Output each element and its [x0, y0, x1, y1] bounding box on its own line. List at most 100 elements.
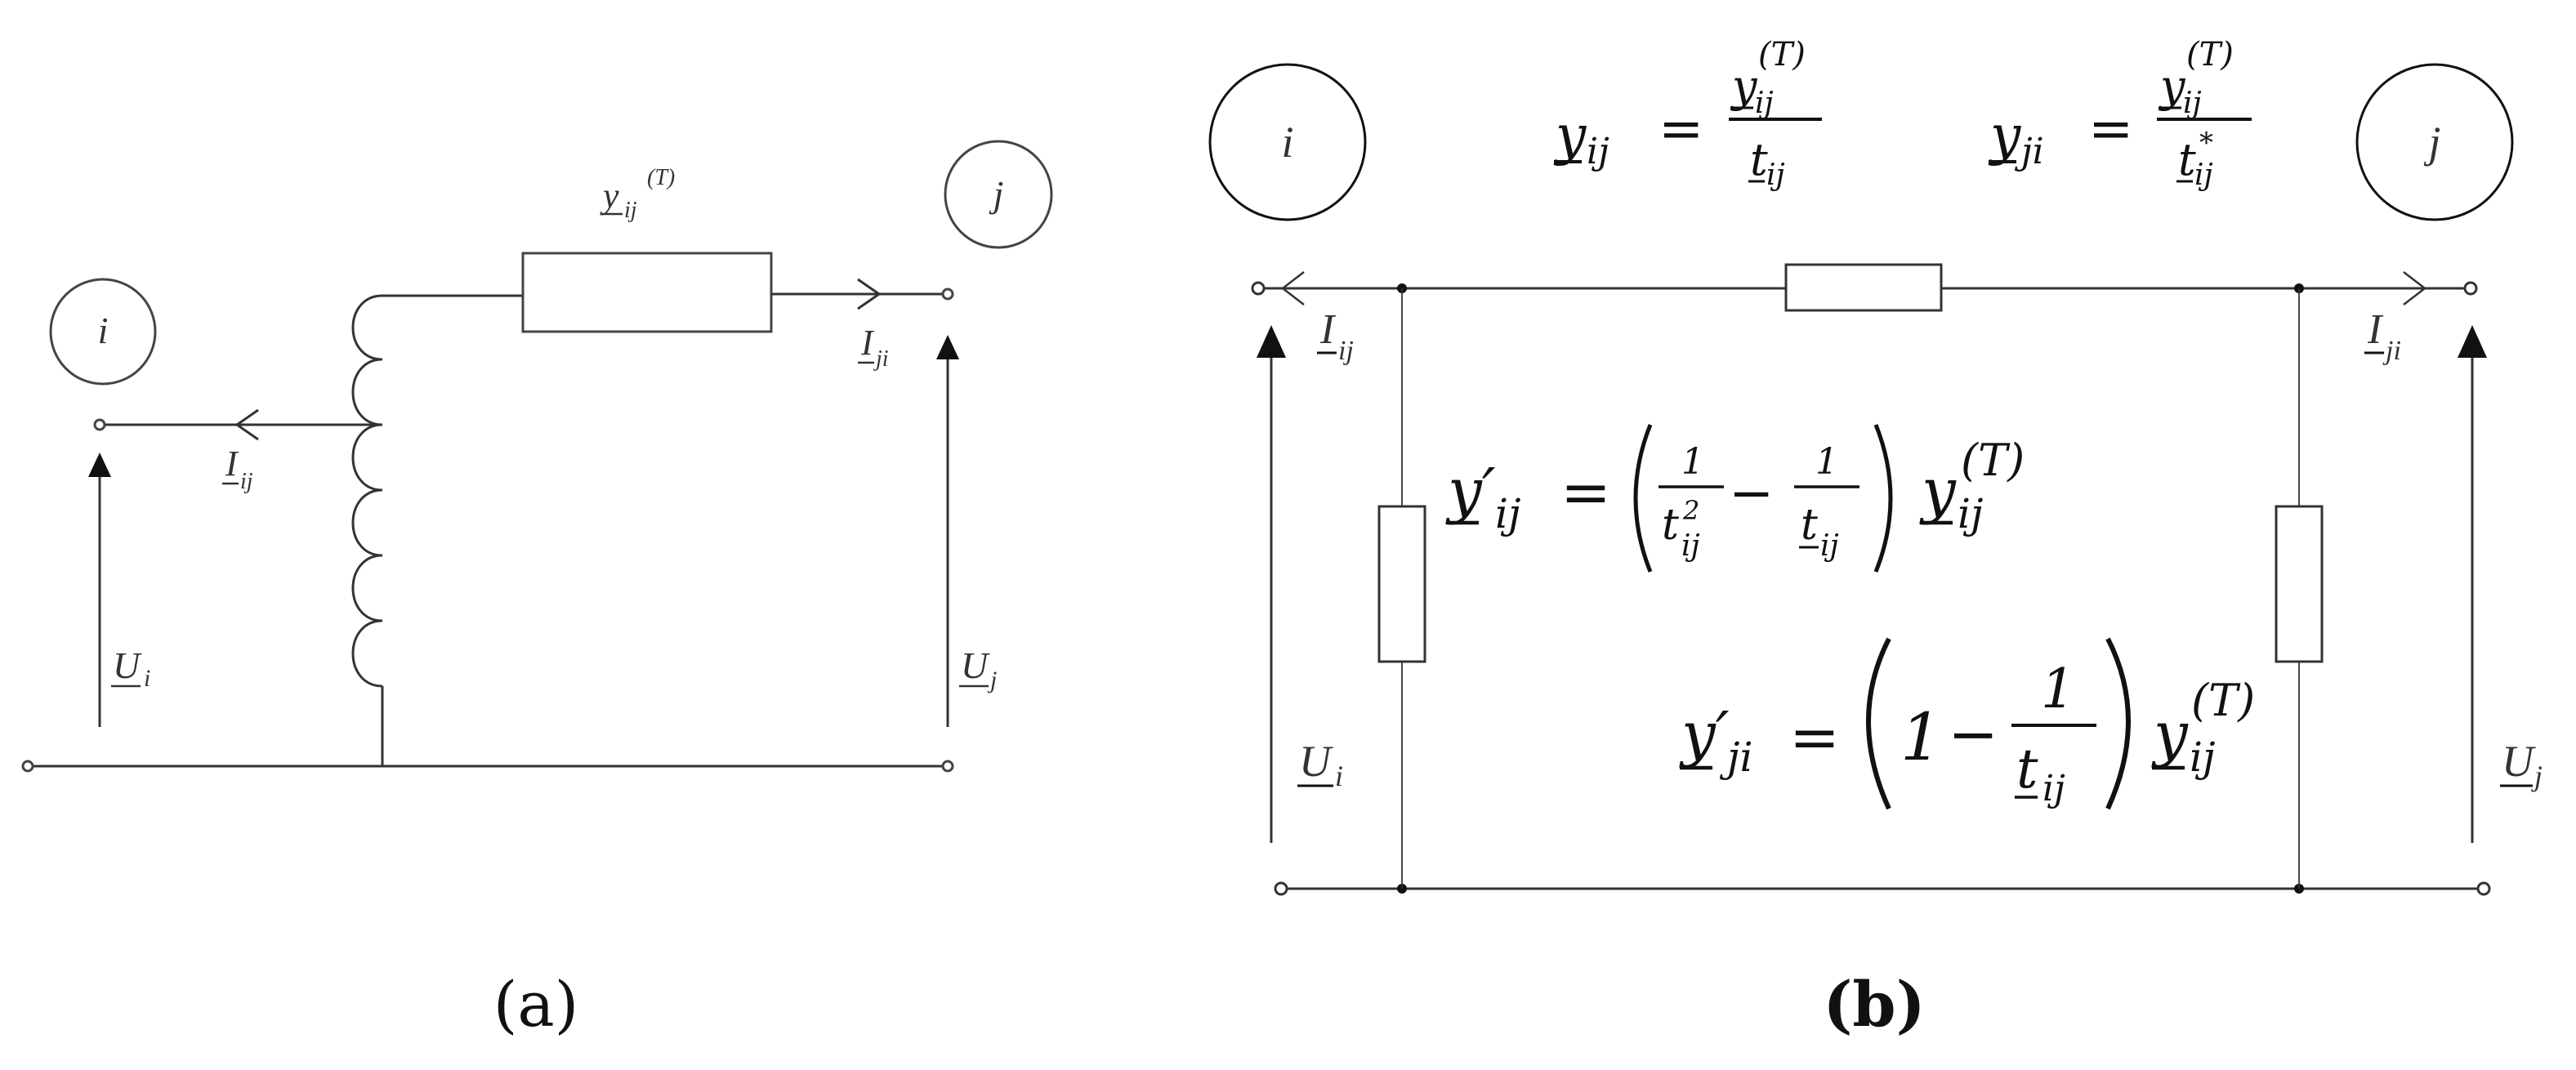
equation-yji: y ji = y ij (T) t ij * [1988, 36, 2252, 192]
eq-shunt-j-equals: = [1789, 702, 1840, 773]
terminal-dot [1251, 281, 1266, 296]
voltage-i-arrowhead [88, 453, 111, 477]
voltage-i-arrowhead-b [1257, 325, 1286, 358]
voltage-j-arrowhead-b [2458, 325, 2487, 358]
paren-left [1633, 424, 1653, 573]
terminal-dot [1274, 881, 1288, 896]
voltage-j-sub: j [2531, 760, 2543, 792]
voltage-i-label: U [1299, 737, 1333, 786]
paren-left [1866, 637, 1891, 810]
node-j-a: j [944, 140, 1053, 249]
panel-b: i j I [1208, 36, 2543, 1041]
current-ij-arrow [234, 408, 259, 441]
eq-shunt-j-y-sup: (T) [2191, 675, 2255, 726]
eq-shunt-j-lhs: y′ [1679, 699, 1730, 769]
eq-shunt-i-t-b: t [1801, 501, 1818, 550]
eq-shunt-i-y-sup: (T) [1961, 435, 2025, 486]
shunt-impedance-i [1377, 505, 1426, 663]
caption-a: (a) [493, 968, 579, 1041]
voltage-j-arrowhead [936, 335, 959, 359]
eq-yji-den-sub: ij [2194, 158, 2213, 192]
node-j-label: j [989, 173, 1004, 215]
label-voltage-i-b: U i [1297, 737, 1343, 792]
current-ji-arrow-b [2403, 271, 2427, 305]
current-ij-arrow-b [1280, 271, 1305, 305]
eq-shunt-j-frac-one: 1 [2041, 658, 2075, 720]
eq-yji-num-sup: (T) [2186, 36, 2234, 74]
eq-shunt-i-y-sub: ij [1958, 490, 1984, 537]
eq-yij-num-sub: ij [1755, 87, 1774, 120]
eq-shunt-j-y-sub: ij [2190, 733, 2216, 781]
eq-yij-lhs-sub: ij [1587, 131, 1609, 172]
node-i-label: i [98, 310, 109, 351]
terminal-dot [941, 288, 954, 301]
label-current-ji-a: I ji [858, 323, 889, 372]
voltage-j-label: U [2502, 737, 2536, 786]
equation-shunt-i: y′ ij = 1 t 2 ij − 1 t ij y ij [1445, 424, 2025, 573]
eq-shunt-i-minus: − [1729, 461, 1774, 524]
voltage-i-sub: i [144, 665, 150, 692]
eq-yij-den-sub: ij [1766, 158, 1785, 192]
equation-yij: y ij = y ij (T) t ij [1553, 36, 1822, 192]
current-ji-sub: ji [873, 346, 889, 372]
eq-shunt-j-t: t [2016, 738, 2038, 800]
eq-yji-num-sub: ij [2183, 87, 2202, 120]
y-series-sup: (T) [647, 165, 675, 190]
terminal-dot [21, 760, 34, 773]
eq-yij-den: t [1750, 134, 1768, 185]
label-current-ij-a: I ij [222, 444, 253, 494]
node-i-label: i [1281, 118, 1293, 167]
current-ji-label: I [2367, 306, 2384, 353]
series-impedance [521, 252, 773, 333]
current-ji-label: I [860, 323, 875, 363]
terminal-dot [2476, 881, 2491, 896]
transformer-coil [351, 294, 523, 766]
series-impedance-b [1784, 263, 1943, 312]
eq-shunt-j-y: y [2151, 699, 2189, 769]
node-j-b: j [2355, 63, 2514, 221]
label-voltage-j-b: U j [2500, 737, 2543, 792]
label-y-series: y ij (T) [600, 165, 675, 223]
eq-yji-den: t [2178, 134, 2196, 185]
eq-yij-num: y [1730, 60, 1758, 112]
eq-shunt-i-t-sup: 2 [1682, 495, 1699, 526]
node-i-b: i [1208, 63, 1367, 221]
eq-yij-num-sup: (T) [1758, 36, 1806, 74]
eq-shunt-i-lhs: y′ [1445, 456, 1496, 526]
y-series-label: y [600, 176, 619, 216]
eq-shunt-j-t-sub: ij [2042, 768, 2065, 809]
label-voltage-i-a: U i [111, 644, 150, 692]
eq-yji-den-sup: * [2199, 127, 2213, 159]
label-voltage-j-a: U j [959, 644, 997, 693]
eq-shunt-i-y: y [1919, 456, 1957, 526]
eq-yij-equals: = [1659, 97, 1703, 160]
current-ij-sub: ij [240, 469, 253, 494]
terminal-dot [2463, 281, 2478, 296]
voltage-i-sub: i [1335, 760, 1343, 792]
eq-shunt-i-t-sub-b: ij [1820, 529, 1839, 563]
eq-shunt-i-one-a: 1 [1681, 441, 1704, 483]
panel-a: i j y ij (T) [21, 140, 1053, 1041]
voltage-i-label: U [113, 644, 142, 686]
terminal-dot [941, 760, 954, 773]
shunt-impedance-j [2275, 505, 2324, 663]
eq-shunt-i-equals: = [1560, 457, 1611, 528]
node-i-a: i [49, 278, 157, 386]
eq-shunt-i-t-a: t [1662, 501, 1679, 550]
current-ij-label: I [1319, 306, 1337, 353]
terminal-dot [93, 418, 106, 431]
y-series-sub: ij [624, 198, 637, 223]
eq-yji-num: y [2159, 60, 2186, 112]
eq-shunt-i-lhs-sub: ij [1495, 490, 1521, 537]
eq-shunt-j-minus: − [1948, 699, 1998, 769]
paren-right [2105, 637, 2131, 810]
current-ij-label: I [225, 444, 239, 484]
eq-shunt-i-one-b: 1 [1815, 441, 1838, 483]
eq-shunt-j-one: 1 [1900, 699, 1942, 775]
eq-shunt-i-t-sub-a: ij [1681, 529, 1700, 563]
current-ji-arrow [857, 278, 882, 310]
eq-yji-equals: = [2088, 97, 2133, 160]
current-ji-sub: ji [2382, 336, 2401, 366]
equation-shunt-j: y′ ji = 1 − 1 t ij y ij (T) [1679, 637, 2255, 810]
